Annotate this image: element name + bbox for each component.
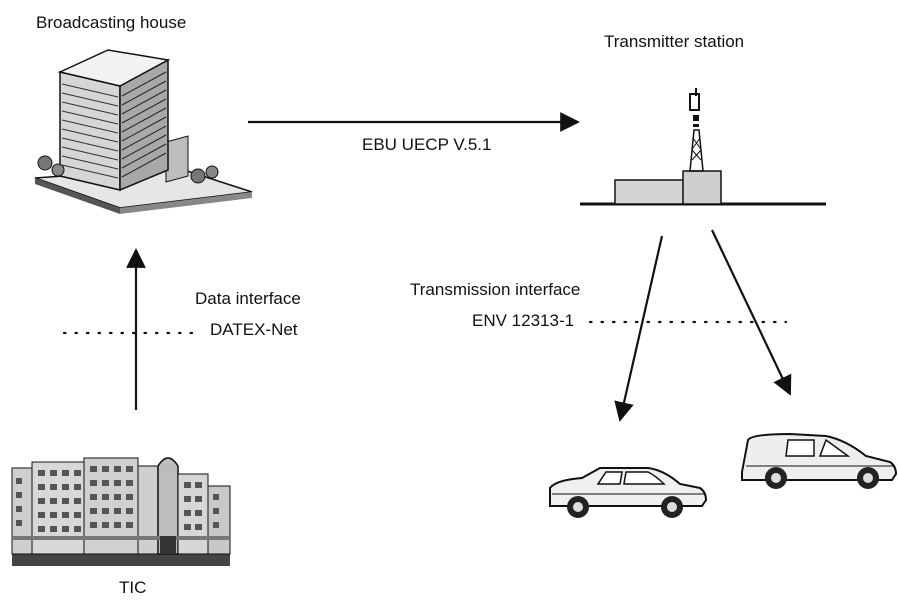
uecp-label: EBU UECP V.5.1 <box>362 135 492 154</box>
car-arrow <box>614 235 664 422</box>
office-building-icon <box>34 49 253 214</box>
datex-net-label: DATEX-Net <box>210 320 298 339</box>
tic-label: TIC <box>119 578 147 597</box>
transmitter-station-label: Transmitter station <box>604 32 745 51</box>
env-standard-label: ENV 12313-1 <box>472 311 575 330</box>
van-icon <box>741 432 898 489</box>
car-icon <box>549 467 708 518</box>
tic-building-icon <box>11 457 231 566</box>
transmission-interface-label: Transmission interface <box>410 280 581 299</box>
broadcasting-house-label: Broadcasting house <box>36 13 187 32</box>
data-interface-label: Data interface <box>195 289 301 308</box>
transmitter-tower-icon <box>580 88 826 206</box>
van-arrow <box>711 229 792 396</box>
